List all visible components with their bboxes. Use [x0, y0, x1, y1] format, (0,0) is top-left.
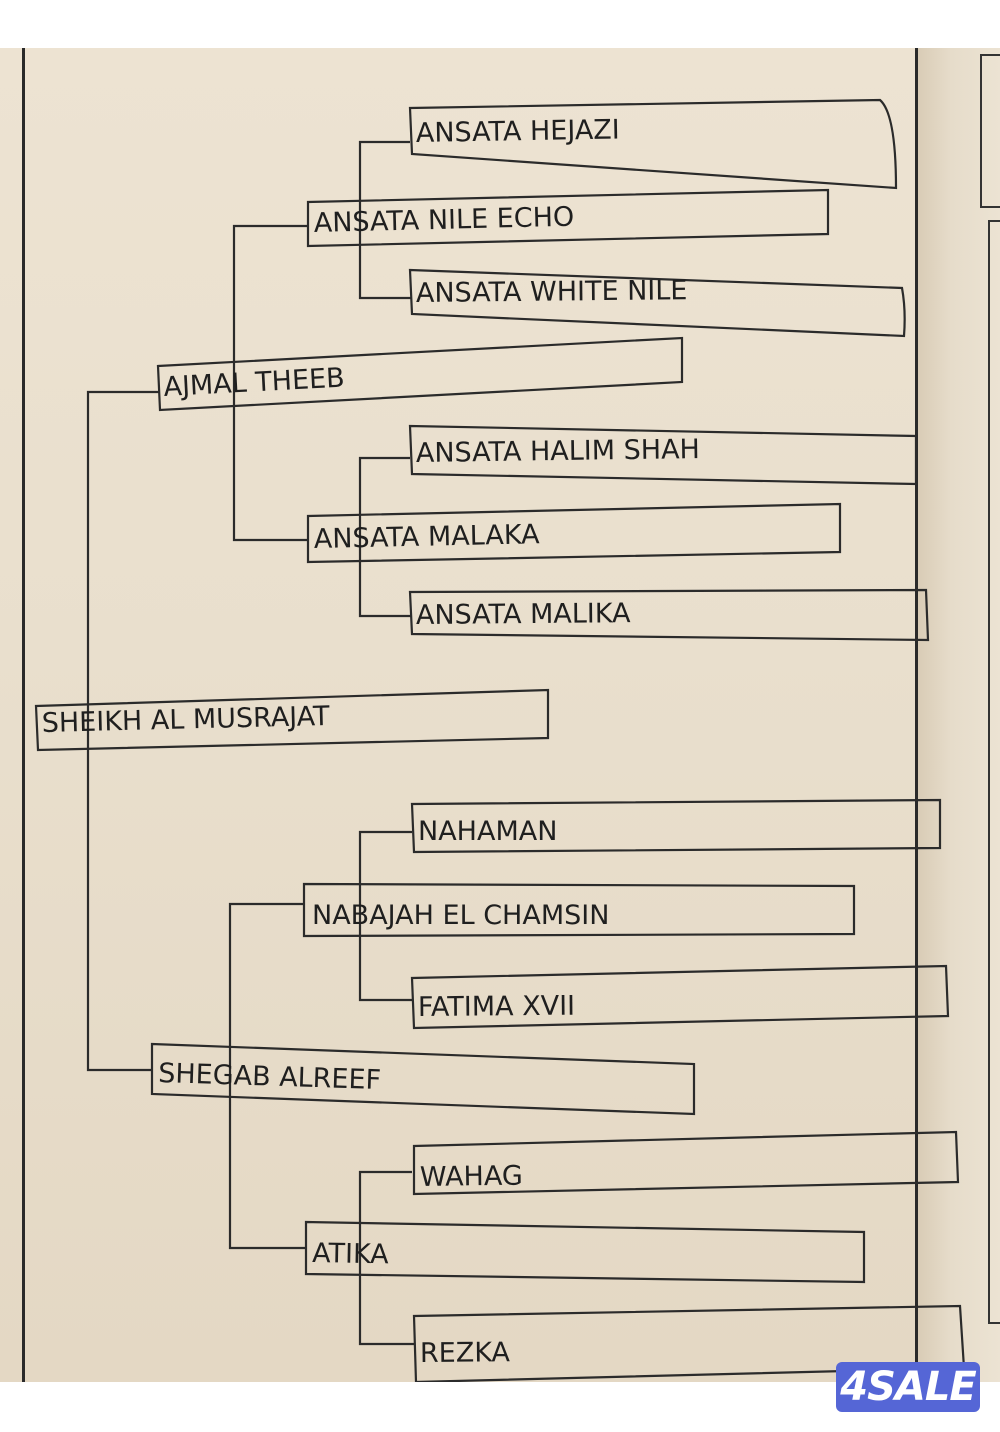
- horse-dam-sire: NABAJAH EL CHAMSIN: [302, 882, 856, 938]
- horse-subject: SHEIKH AL MUSRAJAT: [34, 688, 550, 752]
- connector-dam-sire: [358, 830, 412, 1002]
- horse-name: ANSATA WHITE NILE: [416, 275, 688, 309]
- connector-dam: [228, 902, 306, 1250]
- horse-name: SHEGAB ALREEF: [158, 1058, 382, 1096]
- horse-ancestor: FATIMA XVII: [410, 964, 950, 1030]
- horse-dam: SHEGAB ALREEF: [150, 1042, 696, 1116]
- connector-dam-dam: [358, 1170, 414, 1346]
- horse-ancestor: ANSATA WHITE NILE: [408, 268, 906, 338]
- horse-name: NAHAMAN: [418, 816, 557, 847]
- watermark-logo: 4SALE: [836, 1362, 980, 1412]
- horse-ancestor: NAHAMAN: [410, 798, 942, 854]
- horse-dam-dam: ATIKA: [304, 1220, 866, 1284]
- horse-name: ATIKA: [312, 1238, 390, 1270]
- horse-sire: AJMAL THEEB: [156, 336, 684, 412]
- horse-ancestor: WAHAG: [412, 1130, 960, 1196]
- connector-sire: [232, 224, 308, 542]
- horse-name: ANSATA MALAKA: [313, 519, 540, 555]
- next-page-box: [988, 220, 1000, 1324]
- next-page-edge: [918, 48, 1000, 1382]
- horse-name: ANSATA NILE ECHO: [313, 202, 574, 239]
- connector-sire-sire: [358, 140, 412, 300]
- horse-name: NABAJAH EL CHAMSIN: [312, 900, 609, 931]
- horse-name: FATIMA XVII: [418, 991, 575, 1023]
- horse-name: REZKA: [420, 1337, 511, 1369]
- horse-ancestor: ANSATA HEJAZI: [408, 98, 898, 190]
- horse-name: ANSATA HEJAZI: [416, 114, 620, 149]
- horse-name: WAHAG: [420, 1161, 523, 1193]
- horse-name: ANSATA MALIKA: [416, 598, 631, 631]
- horse-name: ANSATA HALIM SHAH: [416, 434, 700, 469]
- next-page-box: [980, 54, 1000, 208]
- horse-ancestor: ANSATA HALIM SHAH: [408, 424, 918, 486]
- horse-sire-sire: ANSATA NILE ECHO: [306, 188, 830, 248]
- horse-name: AJMAL THEEB: [163, 363, 346, 403]
- horse-ancestor: ANSATA MALIKA: [408, 588, 930, 642]
- page-border: [22, 48, 918, 1382]
- connector-sire-dam: [358, 456, 412, 618]
- horse-sire-dam: ANSATA MALAKA: [306, 502, 842, 564]
- connectors: [86, 140, 414, 1346]
- connector-subject: [86, 390, 160, 1072]
- pedigree-page-photo: SHEIKH AL MUSRAJAT AJMAL THEEB SHEGAB AL…: [0, 48, 1000, 1382]
- pedigree-chart: SHEIKH AL MUSRAJAT AJMAL THEEB SHEGAB AL…: [34, 98, 966, 1382]
- horse-name: SHEIKH AL MUSRAJAT: [41, 701, 330, 739]
